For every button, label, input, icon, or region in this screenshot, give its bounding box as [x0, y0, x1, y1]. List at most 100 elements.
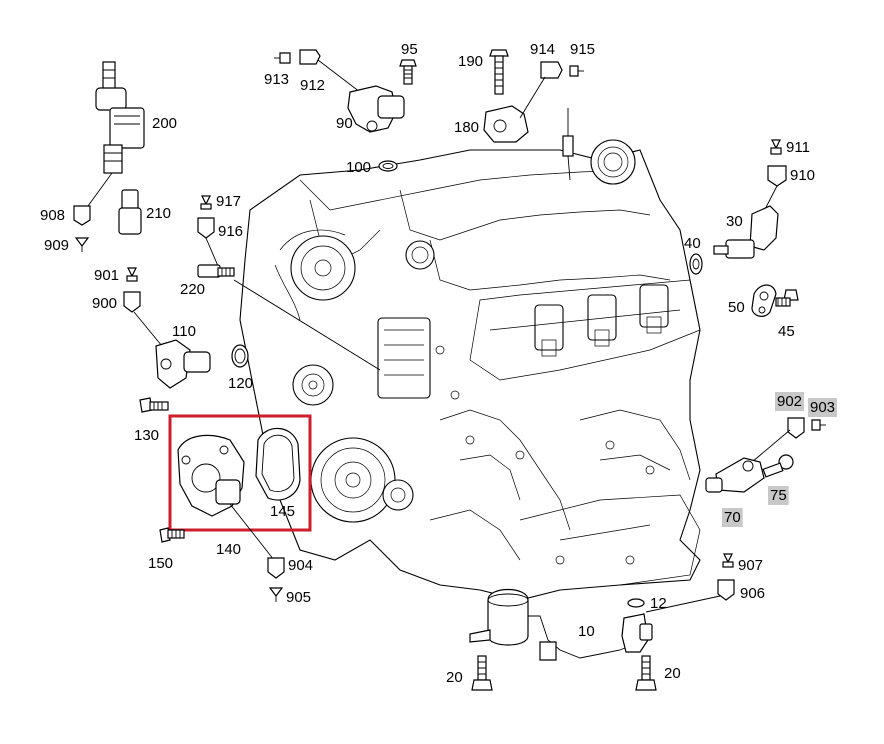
part-label-905: 905 — [286, 589, 311, 606]
part-label-190: 190 — [458, 53, 483, 70]
part-150-bolt — [159, 527, 185, 543]
part-label-900: 900 — [92, 295, 117, 312]
part-210-sleeve — [118, 189, 142, 235]
part-912-connector — [299, 49, 321, 65]
leader-916 — [205, 237, 219, 267]
part-label-110: 110 — [172, 323, 196, 340]
part-label-120: 120 — [228, 375, 253, 392]
part-120-oring — [231, 344, 249, 368]
part-10-oil-sensor — [469, 589, 653, 661]
part-910-connector — [767, 165, 787, 187]
leader-902 — [751, 429, 791, 463]
part-915-seal — [569, 65, 584, 77]
part-20-bolt-right — [635, 655, 657, 691]
part-label-914: 914 — [530, 41, 555, 58]
part-label-917: 917 — [216, 193, 241, 210]
part-904-connector — [267, 557, 285, 579]
part-label-70: 70 — [724, 509, 741, 526]
part-label-220: 220 — [180, 281, 205, 298]
part-20-bolt-left — [471, 655, 493, 691]
part-220-sensor — [197, 264, 235, 278]
dipstick — [562, 108, 574, 181]
part-label-210: 210 — [146, 205, 171, 222]
part-label-912: 912 — [300, 77, 325, 94]
part-911-seal — [770, 139, 782, 155]
part-label-909: 909 — [44, 237, 69, 254]
part-label-20a: 20 — [446, 669, 463, 686]
part-label-150: 150 — [148, 555, 173, 572]
part-label-913: 913 — [264, 71, 289, 88]
leader-220-engine — [233, 279, 381, 371]
part-110-sensor — [155, 339, 211, 389]
part-145-gasket — [255, 427, 301, 501]
part-labels: 95 190 914 915 913 912 200 90 180 100 911 910 917 916… — [40, 41, 838, 686]
part-label-145: 145 — [270, 503, 295, 520]
leader-140-904 — [229, 503, 275, 561]
part-label-902: 902 — [777, 393, 802, 410]
label-highlight-bg — [722, 508, 743, 527]
part-903-seal — [811, 419, 826, 431]
part-190-bolt — [489, 49, 509, 95]
engine-block — [239, 139, 701, 601]
part-200-valve — [87, 61, 145, 207]
part-45-bolt — [775, 289, 799, 307]
part-40-washer — [689, 253, 703, 275]
label-highlight-bg — [768, 486, 789, 505]
leader-914 — [519, 76, 546, 119]
part-914-connector — [540, 61, 563, 79]
part-901-seal — [126, 267, 138, 282]
part-label-907: 907 — [738, 557, 763, 574]
part-label-130: 130 — [134, 427, 159, 444]
part-label-140: 140 — [216, 541, 241, 558]
part-label-20b: 20 — [664, 665, 681, 682]
part-label-910: 910 — [790, 167, 815, 184]
part-label-904: 904 — [288, 557, 313, 574]
part-label-180: 180 — [454, 119, 479, 136]
part-label-903: 903 — [810, 399, 835, 416]
leader-912 — [317, 59, 361, 93]
part-140-cover — [177, 434, 245, 517]
part-label-90: 90 — [336, 115, 353, 132]
highlight-box — [168, 414, 312, 532]
part-label-100: 100 — [346, 159, 371, 176]
part-label-50: 50 — [728, 299, 745, 316]
part-50-gasket — [751, 284, 777, 317]
part-913-seal — [274, 52, 291, 64]
part-12-oring — [627, 598, 645, 608]
part-label-908: 908 — [40, 207, 65, 224]
leader-900 — [133, 311, 163, 347]
part-label-915: 915 — [570, 41, 595, 58]
part-916-connector — [197, 217, 215, 239]
part-95-bolt — [399, 59, 417, 85]
part-70-sensor — [705, 457, 765, 493]
part-label-12: 12 — [650, 595, 667, 612]
part-130-bolt — [139, 397, 169, 413]
part-label-95: 95 — [401, 41, 418, 58]
part-905-seal — [268, 587, 284, 602]
part-75-bolt — [762, 454, 794, 478]
part-label-40: 40 — [684, 235, 701, 252]
label-highlight-bg — [808, 398, 838, 417]
part-900-connector — [123, 291, 141, 313]
part-label-911: 911 — [786, 139, 810, 156]
part-907-seal — [722, 553, 734, 568]
label-highlight-bg — [775, 392, 805, 411]
part-180-sensor — [483, 105, 529, 143]
part-label-906: 906 — [740, 585, 765, 602]
part-label-901: 901 — [94, 267, 119, 284]
part-90-sensor — [347, 85, 405, 133]
part-label-200: 200 — [152, 115, 177, 132]
part-902-connector — [787, 417, 805, 439]
part-917-seal — [200, 195, 212, 210]
leader-906 — [645, 595, 721, 613]
part-label-10: 10 — [578, 623, 595, 640]
part-30-sensor — [713, 205, 779, 259]
part-label-30: 30 — [726, 213, 743, 230]
part-906-connector — [717, 579, 735, 601]
part-label-45: 45 — [778, 323, 795, 340]
part-label-916: 916 — [218, 223, 243, 240]
part-100-oring — [378, 160, 398, 172]
part-908-connector — [73, 205, 91, 226]
